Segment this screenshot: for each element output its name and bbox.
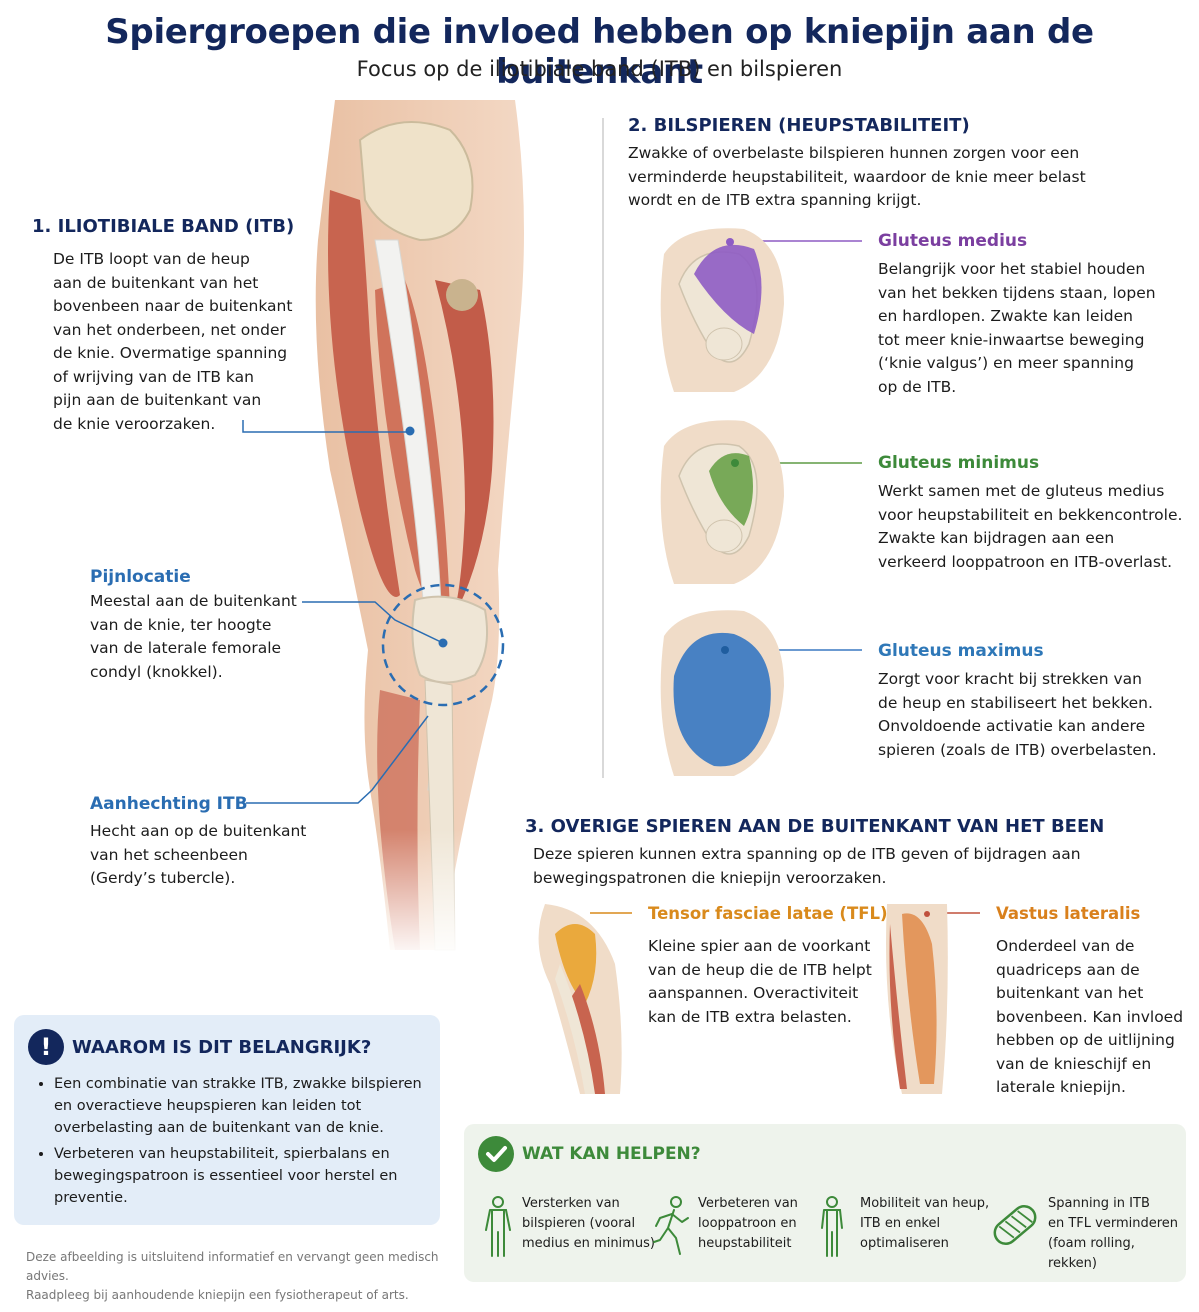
- itb-attachment-heading: Aanhechting ITB: [90, 794, 248, 814]
- gluteus-maximus-heading: Gluteus maximus: [878, 641, 1044, 661]
- exclamation-icon: !: [28, 1029, 64, 1065]
- glutes-heading: 2. BILSPIEREN (HEUPSTABILITEIT): [628, 115, 970, 136]
- gluteus-minimus-illustration: [660, 420, 784, 584]
- page-subtitle: Focus op de iliotibiale band (ITB) en bi…: [356, 57, 843, 81]
- vastus-lateralis-illustration: [886, 904, 948, 1094]
- foam-roller-icon: [993, 1205, 1037, 1245]
- mobility-figure-icon: [821, 1196, 843, 1257]
- tfl-heading: Tensor fasciae latae (TFL): [648, 904, 888, 923]
- gluteus-medius-heading: Gluteus medius: [878, 231, 1028, 251]
- gluteus-medius-illustration: [660, 228, 784, 392]
- checkmark-icon: [478, 1136, 514, 1172]
- list-item: Een combinatie van strakke ITB, zwakke b…: [54, 1073, 424, 1139]
- strength-figure-icon: [485, 1196, 511, 1257]
- disclaimer: Deze afbeelding is uitsluitend informati…: [26, 1250, 439, 1302]
- page-title: Spiergroepen die invloed hebben op kniep…: [105, 12, 1094, 92]
- leg-anatomy-illustration: [230, 90, 550, 960]
- gluteus-maximus-illustration: [660, 610, 784, 776]
- other-muscles-heading: 3. OVERIGE SPIEREN AAN DE BUITENKANT VAN…: [525, 816, 1105, 837]
- section-divider: [602, 118, 604, 778]
- what-helps-heading: WAT KAN HELPEN?: [522, 1144, 701, 1164]
- gluteus-minimus-heading: Gluteus minimus: [878, 453, 1040, 473]
- other-muscles-description: Deze spieren kunnen extra spanning op de…: [533, 845, 1081, 887]
- vastus-lateralis-heading: Vastus lateralis: [996, 904, 1141, 923]
- why-important-panel: ! WAAROM IS DIT BELANGRIJK? Een combinat…: [14, 1015, 440, 1225]
- tfl-illustration: [538, 904, 622, 1094]
- pain-location-heading: Pijnlocatie: [90, 567, 191, 587]
- running-figure-icon: [653, 1196, 689, 1255]
- why-important-list: Een combinatie van strakke ITB, zwakke b…: [54, 1073, 424, 1213]
- glutes-description: Zwakke of overbelaste bilspieren hunnen …: [628, 144, 1086, 209]
- list-item: Verbeteren van heupstabiliteit, spierbal…: [54, 1143, 424, 1209]
- itb-heading: 1. ILIOTIBIALE BAND (ITB): [32, 216, 295, 237]
- why-important-heading: WAAROM IS DIT BELANGRIJK?: [72, 1037, 372, 1058]
